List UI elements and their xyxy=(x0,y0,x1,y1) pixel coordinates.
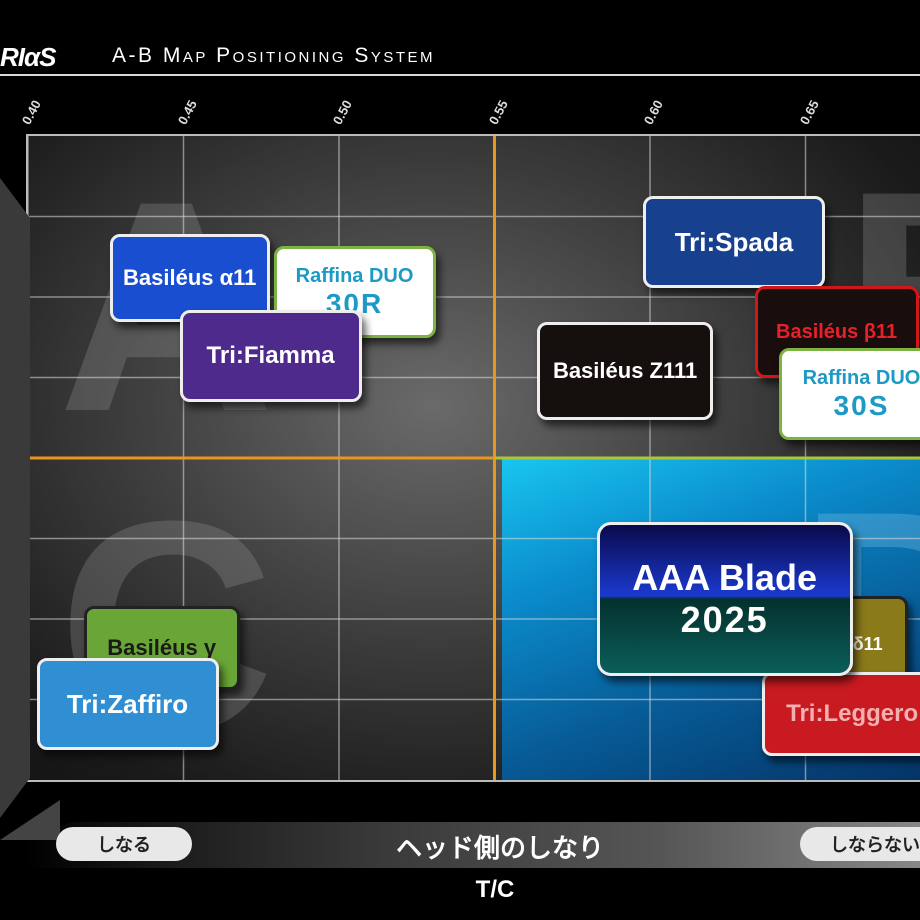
vertical-axis-arrow xyxy=(0,178,30,818)
product-name: Basiléus α11 xyxy=(123,265,257,290)
x-tick-label: 0.65 xyxy=(796,97,822,127)
x-tick-label: 0.55 xyxy=(485,97,511,127)
product-name: Tri:Spada xyxy=(674,226,794,257)
product-model: 30S xyxy=(833,389,890,421)
product-card: Tri:Leggero xyxy=(762,672,920,756)
product-name: Tri:Zaffiro xyxy=(66,688,189,719)
x-tick-label: 0.45 xyxy=(174,97,200,127)
header-band xyxy=(0,40,920,76)
axis-arrow-head xyxy=(0,800,60,840)
product-name: Raffina DUO xyxy=(802,366,920,389)
page-title: A-B Map Positioning System xyxy=(112,44,436,67)
axis-left-label: しなる xyxy=(56,827,192,861)
axis-scale-title: ヘッド側のしなり xyxy=(395,833,604,863)
axis-right-label: しならない xyxy=(800,827,920,861)
product-card: Basiléus Z111 xyxy=(537,322,714,420)
product-name: Raffina DUO xyxy=(295,264,414,287)
product-name: Tri:Leggero xyxy=(786,700,919,727)
x-tick-label: 0.60 xyxy=(640,97,666,127)
product-name: Tri:Fiamma xyxy=(206,342,335,369)
x-tick-label: 0.50 xyxy=(329,97,355,127)
product-name: Basiléus β11 xyxy=(776,320,898,343)
product-name: AAA Blade xyxy=(632,557,817,598)
product-name: δ11 xyxy=(852,633,883,654)
brand-logo: RIαS xyxy=(0,42,56,72)
product-card: Tri:Fiamma xyxy=(179,310,362,402)
product-name: Basiléus Z111 xyxy=(552,358,698,383)
product-card: Tri:Spada xyxy=(642,196,825,288)
product-card: Basiléus α11 xyxy=(109,234,270,322)
x-axis-title: T/C xyxy=(475,876,515,903)
x-tick-label: 0.40 xyxy=(18,97,44,127)
product-name: Basiléus γ xyxy=(107,635,217,660)
product-card: Tri:Zaffiro xyxy=(36,658,219,750)
product-model: 2025 xyxy=(680,599,769,640)
